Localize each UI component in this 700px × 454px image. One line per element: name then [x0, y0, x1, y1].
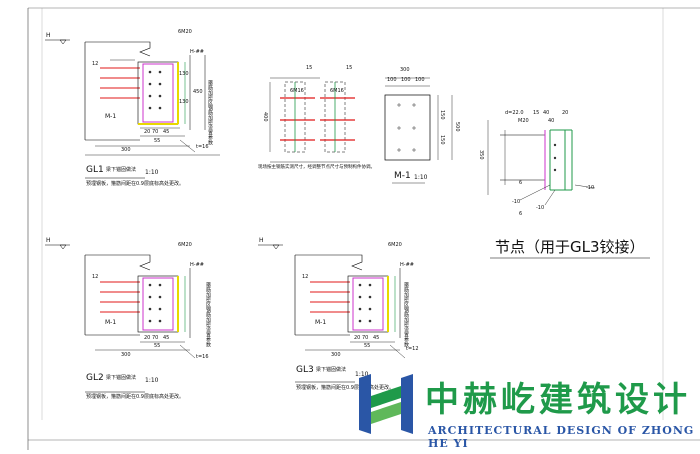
gl1-stiffener: t=16: [196, 144, 209, 150]
middle-section: [269, 77, 360, 163]
node-gl2: [45, 244, 196, 359]
gl2-dim-bolts: 6M20: [178, 242, 192, 248]
gl1-dim-70: 70: [152, 129, 159, 135]
gl1-dim-130a: 130: [179, 71, 189, 77]
gl3-dim-55: 55: [364, 343, 371, 349]
gl1-dim-450: 450: [193, 89, 203, 95]
level-mark-1: H: [46, 32, 51, 39]
hinge-dim-m10b: -10: [536, 205, 545, 211]
m1-dim-300: 300: [400, 67, 410, 73]
gl1-dim-300: 300: [121, 147, 131, 153]
m1-dim-100a: 100: [387, 77, 397, 83]
m1-scale: 1:10: [414, 174, 428, 181]
gl1-dim-h: H-##: [190, 49, 204, 55]
hinge-dim-m10c: -10: [586, 185, 595, 191]
mid-dim-6m16b: 6M16: [330, 88, 344, 94]
mid-dim-6m16a: 6M16: [290, 88, 304, 94]
hinge-dim-d: d=22.0: [505, 110, 524, 116]
gl1-dim-55: 55: [154, 138, 161, 144]
brand-name: 中赫屹建筑设计: [425, 380, 691, 420]
m1-dim-150a: 150: [439, 110, 445, 120]
gl3-dim-300: 300: [331, 352, 341, 358]
m1-dim-500: 500: [454, 122, 460, 132]
node-gl1: [45, 39, 220, 156]
hinge-dim-6b: 6: [519, 211, 523, 217]
gl1-title: GL1: [86, 165, 104, 175]
m1-dim-100c: 100: [415, 77, 425, 83]
hinge-dim-6a: 6: [519, 180, 523, 186]
gl2-title: GL2: [86, 373, 104, 383]
level-mark-2: H: [46, 237, 51, 244]
hinge-caption: 节点（用于GL3铰接）: [495, 238, 645, 256]
m1-dim-150b: 150: [439, 135, 445, 145]
gl2-dim-h: H-##: [190, 262, 204, 268]
hinge-dim-350: 350: [478, 150, 484, 160]
gl1-plate-label: M-1: [105, 113, 117, 120]
mid-dim-15b: 15: [346, 65, 353, 71]
gl2-vertical-note: 箍筋加密区钢筋加密设置参数: [205, 282, 211, 347]
gl3-dim-20: 20: [354, 335, 361, 341]
gl2-note: 预埋钢板，箍筋间距在0.9层底标高处更改。: [86, 394, 184, 400]
gl3-dim-bolts: 6M20: [388, 242, 402, 248]
mid-dim-400: 400: [262, 112, 268, 122]
gl3-vertical-note: 箍筋加密区钢筋加密设置参数: [403, 282, 409, 347]
gl2-dim-45: 45: [163, 335, 170, 341]
gl3-title-suffix: 梁下锚固做法: [316, 367, 347, 373]
gl1-dim-130b: 130: [179, 99, 189, 105]
gl3-dim-12: 12: [302, 274, 309, 280]
m1-title: M-1: [394, 171, 411, 181]
gl2-title-suffix: 梁下锚固做法: [106, 375, 137, 381]
gl2-dim-70: 70: [152, 335, 159, 341]
gl2-dim-55: 55: [154, 343, 161, 349]
hinge-dim-40: 40: [543, 110, 550, 116]
node-gl3: [258, 244, 406, 359]
gl3-note: 预埋钢板，箍筋间距在0.9层底标高处更改。: [296, 385, 394, 391]
gl2-dim-20: 20: [144, 335, 151, 341]
gl3-dim-h: H-##: [400, 262, 414, 268]
gl3-title: GL3: [296, 365, 314, 375]
gl1-scale: 1:10: [145, 169, 159, 176]
gl1-dim-12: 12: [92, 61, 99, 67]
gl1-dim-bolts: 6M20: [178, 29, 192, 35]
gl1-dim-45: 45: [163, 129, 170, 135]
gl3-stiffener: t=12: [406, 346, 419, 352]
brand-english: ARCHITECTURAL DESIGN OF ZHONG HE YI: [428, 424, 695, 450]
gl2-dim-12: 12: [92, 274, 99, 280]
hinge-dim-40b: 40: [548, 118, 555, 124]
gl1-title-suffix: 梁下锚固做法: [106, 167, 137, 173]
hinge-dim-15: 15: [533, 110, 540, 116]
m1-dim-100b: 100: [401, 77, 411, 83]
gl1-vertical-note: 箍筋加密区钢筋加密设置参数: [207, 80, 213, 145]
gl3-dim-45: 45: [373, 335, 380, 341]
hinge-dim-20: 20: [562, 110, 569, 116]
gl2-scale: 1:10: [145, 377, 159, 384]
mid-dim-15a: 15: [306, 65, 313, 71]
gl1-note: 预埋钢板，箍筋间距在0.9层底标高处更改。: [86, 181, 184, 187]
gl2-plate-label: M-1: [105, 319, 117, 326]
gl2-dim-300: 300: [121, 352, 131, 358]
hinge-dim-m10a: -10: [512, 199, 521, 205]
brand-watermark: 中赫屹建筑设计 ARCHITECTURAL DESIGN OF ZHONG HE…: [355, 372, 695, 450]
level-mark-3: H: [259, 237, 264, 244]
gl3-dim-70: 70: [362, 335, 369, 341]
gl2-stiffener: t=16: [196, 354, 209, 360]
m1-plate: [384, 77, 453, 184]
brand-logo-icon: [359, 374, 413, 434]
gl3-plate-label: M-1: [315, 319, 327, 326]
hinge-detail: [487, 120, 650, 259]
mid-note: 现场按主钢筋实测尺寸，经调整节点尺寸与预制构件协调。: [258, 165, 375, 170]
gl3-scale: 1:10: [355, 371, 369, 378]
gl1-dim-20: 20: [144, 129, 151, 135]
hinge-dim-m20: M20: [518, 118, 529, 124]
